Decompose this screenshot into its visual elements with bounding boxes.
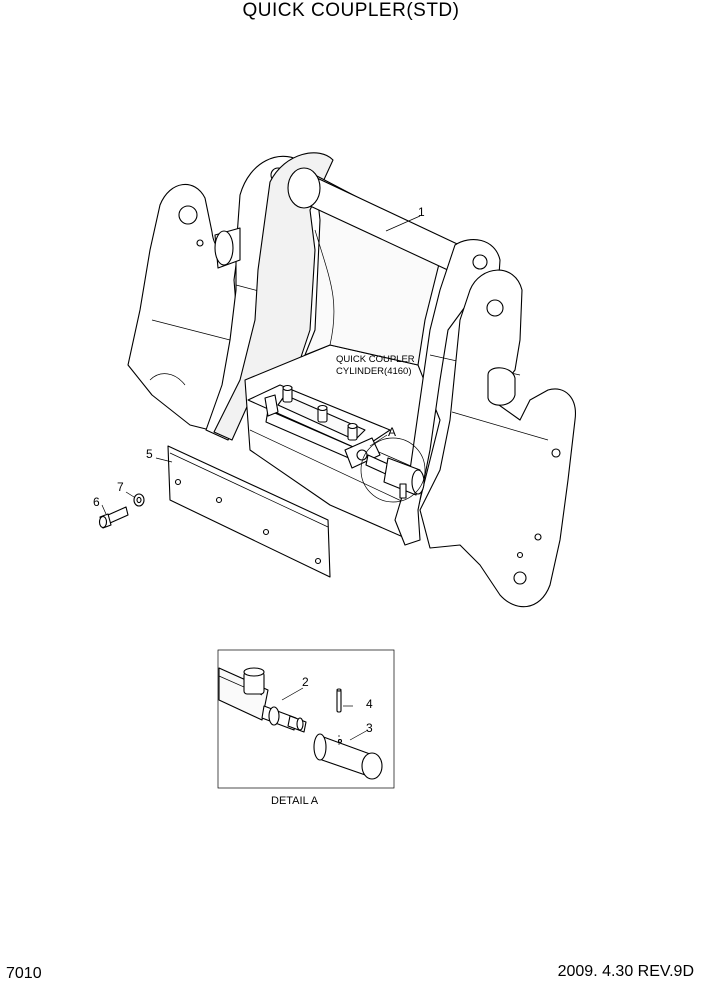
callout-2: 2 [302,675,309,689]
leader-line-5 [155,457,173,463]
callout-4: 4 [366,697,373,711]
quick-coupler-cylinder [247,384,425,499]
right-outer-side-plate [419,269,576,608]
detail-a-marker-circle [360,437,426,503]
left-outer-side-plate [127,183,239,431]
lower-pin-tube [214,227,241,269]
leader-line-7 [125,491,135,498]
callout-6: 6 [93,495,100,509]
revision-stamp: 2009. 4.30 REV.9D [557,963,694,980]
detail-a-box [217,649,395,789]
callout-3: 3 [366,721,373,735]
leader-line-a [369,434,388,447]
callout-5: 5 [146,447,153,461]
detail-reference-a: A [388,425,396,439]
wear-plate [167,445,331,578]
page-title: QUICK COUPLER(STD) [242,0,460,21]
bolt [98,506,129,529]
washer [133,493,145,507]
leader-line-3 [349,729,369,741]
cylinder-note-line-1: QUICK COUPLER [336,354,415,365]
callout-7: 7 [117,480,124,494]
cylinder-note-line-2: CYLINDER(4160) [336,366,412,377]
leader-line-6 [101,504,107,515]
callout-1: 1 [418,205,425,219]
page-number: 7010 [6,965,42,982]
leader-line-1 [385,215,421,232]
leader-line-2 [281,687,304,701]
detail-caption: DETAIL A [271,795,319,807]
